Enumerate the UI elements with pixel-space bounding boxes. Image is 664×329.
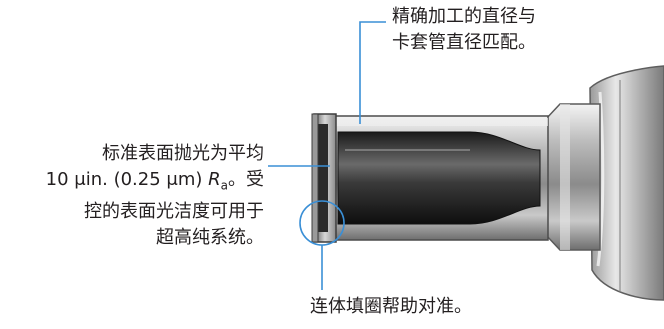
- label-left-line-4: 超高纯系统。: [156, 226, 264, 248]
- callout-bottom: [299, 200, 345, 290]
- inner-bore: [337, 131, 541, 225]
- label-left-rest: 。受: [228, 169, 264, 190]
- label-left-line-1: 标准表面抛光为平均: [102, 143, 264, 164]
- integral-gland-ring: [311, 113, 337, 243]
- fitting-shoulder: [544, 103, 601, 251]
- label-left-value: 10 μin. (0.25 μm): [45, 169, 209, 190]
- label-machined-diameter: 精确加工的直径与 卡套管直径匹配。: [392, 4, 536, 56]
- label-left-ra: R: [208, 169, 221, 190]
- label-integral-gland: 连体填圈帮助对准。: [310, 294, 472, 320]
- label-surface-finish: 标准表面抛光为平均 10 μin. (0.25 μm) Ra。受 控的表面光洁度…: [46, 141, 264, 251]
- hex-nut: [589, 65, 664, 301]
- label-bottom-line-1: 连体填圈帮助对准。: [310, 296, 472, 317]
- label-top-line-2: 卡套管直径匹配。: [392, 32, 536, 53]
- label-left-line-2: 10 μin. (0.25 μm) Ra。受: [46, 167, 264, 199]
- label-top-line-1: 精确加工的直径与: [392, 6, 536, 27]
- label-left-ra-sub: a: [220, 178, 228, 193]
- callout-top: [359, 21, 386, 124]
- label-left-line-3: 控的表面光洁度可用于: [84, 200, 264, 222]
